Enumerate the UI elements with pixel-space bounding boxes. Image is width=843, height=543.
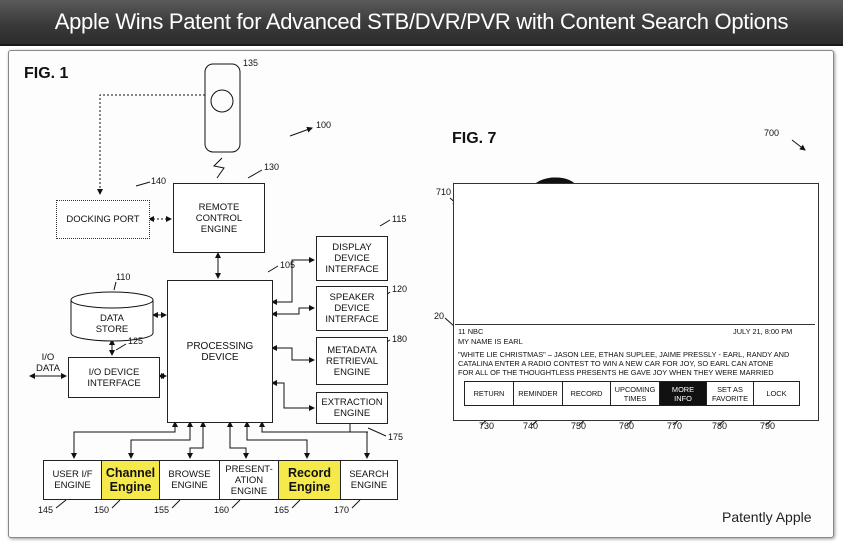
ref-105: 105 xyxy=(280,260,296,270)
metadata-retrieval-engine-block: METADATA RETRIEVAL ENGINE xyxy=(316,337,388,385)
menu-reminder-button[interactable]: REMINDER xyxy=(513,381,563,406)
ref-150: 150 xyxy=(94,505,110,515)
description-line-1: "WHITE LIE CHRISTMAS" – JASON LEE, ETHAN… xyxy=(458,350,790,359)
menu-lock-button[interactable]: LOCK xyxy=(753,381,800,406)
ref-170: 170 xyxy=(334,505,350,515)
menu-more-info-button[interactable]: MORE INFO xyxy=(659,381,707,406)
ref-790: 790 xyxy=(760,421,776,431)
program-title: MY NAME IS EARL xyxy=(458,337,523,346)
menu-set-as-favorite-button[interactable]: SET AS FAVORITE xyxy=(706,381,754,406)
ref-110: 110 xyxy=(116,272,131,282)
ref-770: 770 xyxy=(667,421,683,431)
menu-return-button[interactable]: RETURN xyxy=(464,381,514,406)
menu-upcoming-times-button[interactable]: UPCOMING TIMES xyxy=(610,381,660,406)
ref-710: 710 xyxy=(436,187,452,197)
user-if-engine-block: USER I/F ENGINE xyxy=(43,460,102,500)
description-line-2: CATALINA ENTER A RADIO CONTEST TO WIN A … xyxy=(458,359,774,368)
io-data-label: I/O DATA xyxy=(36,352,60,374)
record-engine-block: Record Engine xyxy=(278,460,341,500)
ref-100: 100 xyxy=(316,120,332,130)
program-info-panel xyxy=(455,324,815,418)
description-line-3: FOR ALL OF THE THOUGHTLESS PRESENTS HE G… xyxy=(458,368,774,377)
remote-button xyxy=(210,89,234,113)
ref-750: 750 xyxy=(571,421,587,431)
banner-title: Apple Wins Patent for Advanced STB/DVR/P… xyxy=(0,0,843,46)
fig1-label: FIG. 1 xyxy=(24,65,69,82)
channel-engine-block: Channel Engine xyxy=(101,460,160,500)
ref-120: 120 xyxy=(392,284,408,294)
menu-record-button[interactable]: RECORD xyxy=(562,381,611,406)
ref-760: 760 xyxy=(619,421,635,431)
remote-control-engine-block: REMOTE CONTROL ENGINE xyxy=(173,183,265,253)
datetime-label: JULY 21, 8:00 PM xyxy=(733,327,793,336)
ref-135: 135 xyxy=(243,58,259,68)
data-store-label: DATA STORE xyxy=(95,313,129,335)
ref-180: 180 xyxy=(392,334,408,344)
io-device-interface-block: I/O DEVICE INTERFACE xyxy=(68,357,160,398)
docking-port-block: DOCKING PORT xyxy=(56,200,150,239)
ref-175: 175 xyxy=(388,432,404,442)
ref-165: 165 xyxy=(274,505,290,515)
ref-700: 700 xyxy=(764,128,780,138)
remote-device xyxy=(204,63,241,153)
speaker-device-interface-block: SPEAKER DEVICE INTERFACE xyxy=(316,286,388,331)
browse-engine-block: BROWSE ENGINE xyxy=(159,460,220,500)
ref-780: 780 xyxy=(712,421,728,431)
credit-label: Patently Apple xyxy=(722,509,812,525)
ref-730: 730 xyxy=(479,421,495,431)
presentation-engine-block: PRESENT- ATION ENGINE xyxy=(219,460,279,500)
search-engine-block: SEARCH ENGINE xyxy=(340,460,398,500)
fig7-label: FIG. 7 xyxy=(452,130,497,147)
ref-145: 145 xyxy=(38,505,54,515)
channel-label: 11 NBC xyxy=(458,327,484,336)
ref-125: 125 xyxy=(128,336,144,346)
ref-740: 740 xyxy=(523,421,539,431)
processing-device-block: PROCESSING DEVICE xyxy=(167,280,273,423)
ref-130: 130 xyxy=(264,162,280,172)
data-store-cylinder xyxy=(70,291,154,342)
ref-115: 115 xyxy=(392,214,407,224)
extraction-engine-block: EXTRACTION ENGINE xyxy=(316,392,388,424)
wireless-signal xyxy=(212,157,225,179)
ref-20: 20 xyxy=(434,311,445,321)
ref-140: 140 xyxy=(151,176,167,186)
ref-155: 155 xyxy=(154,505,170,515)
ref-160: 160 xyxy=(214,505,230,515)
display-device-interface-block: DISPLAY DEVICE INTERFACE xyxy=(316,236,388,281)
